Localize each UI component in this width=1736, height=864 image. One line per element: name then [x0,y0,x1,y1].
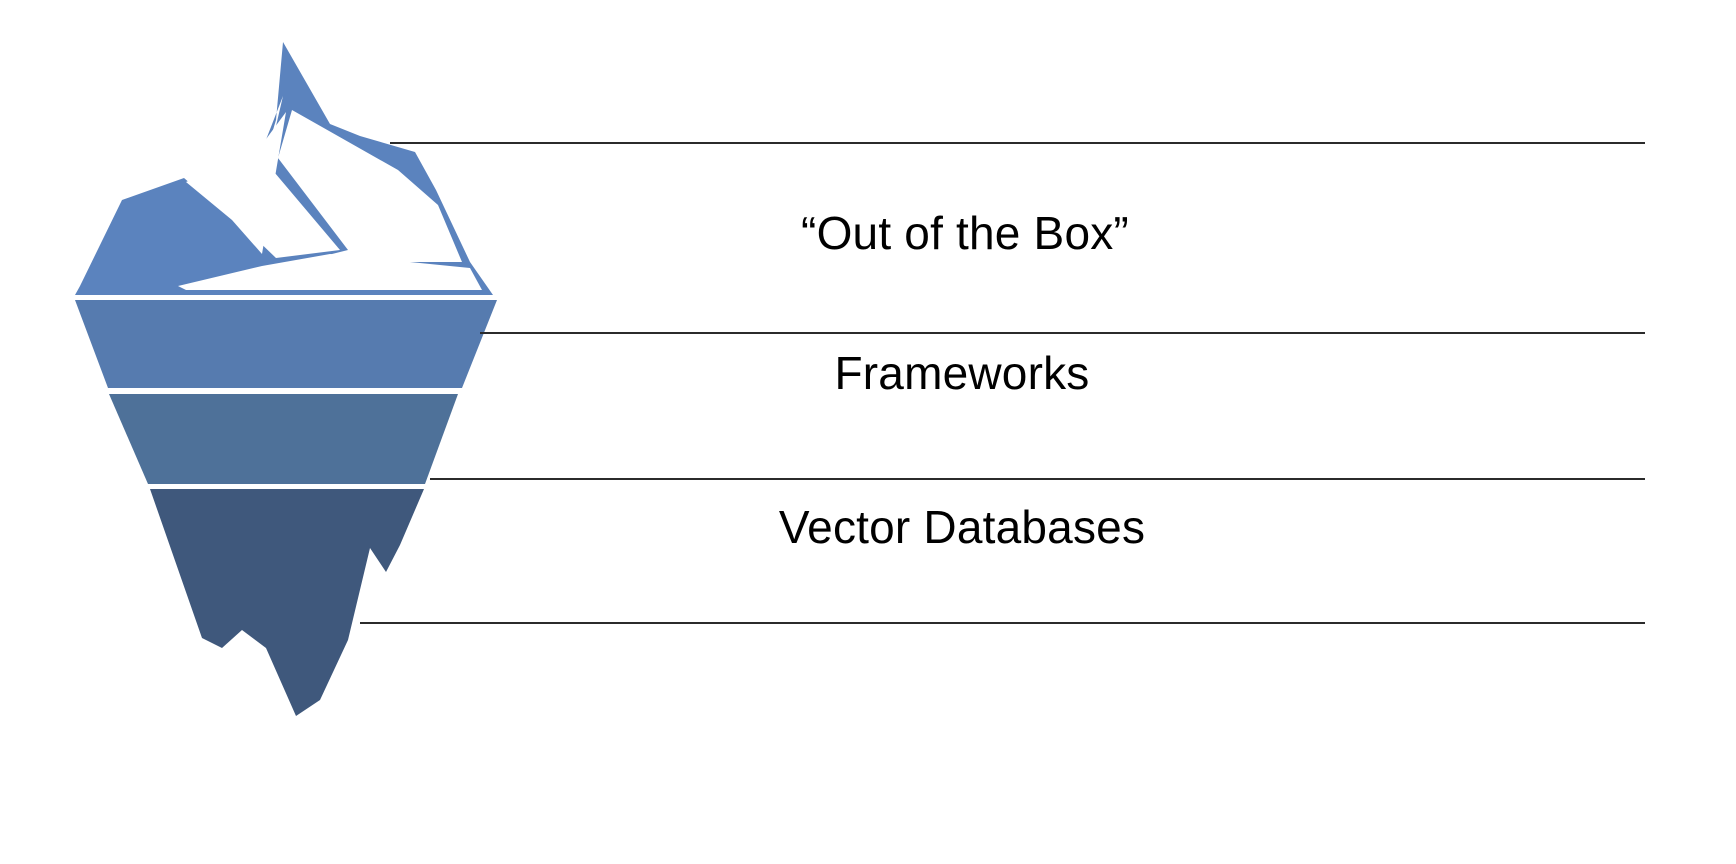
label-frameworks: Frameworks [834,347,1090,399]
iceberg-tip-group [75,42,493,295]
iceberg-icon [75,42,497,716]
divider-bottom [360,622,1645,624]
divider-top [390,142,1645,144]
label-vector-databases: Vector Databases [778,501,1146,553]
iceberg-tip-facet-right [278,110,462,262]
iceberg-band-deep [150,489,424,716]
iceberg-band-middle [109,394,458,484]
label-out-of-the-box: “Out of the Box” [801,207,1129,259]
divider-third [430,478,1645,480]
iceberg-band-upper [75,300,497,388]
divider-second [480,332,1645,334]
iceberg-tip-facet-left [186,112,286,254]
iceberg-tip-facet-lower [178,254,482,290]
